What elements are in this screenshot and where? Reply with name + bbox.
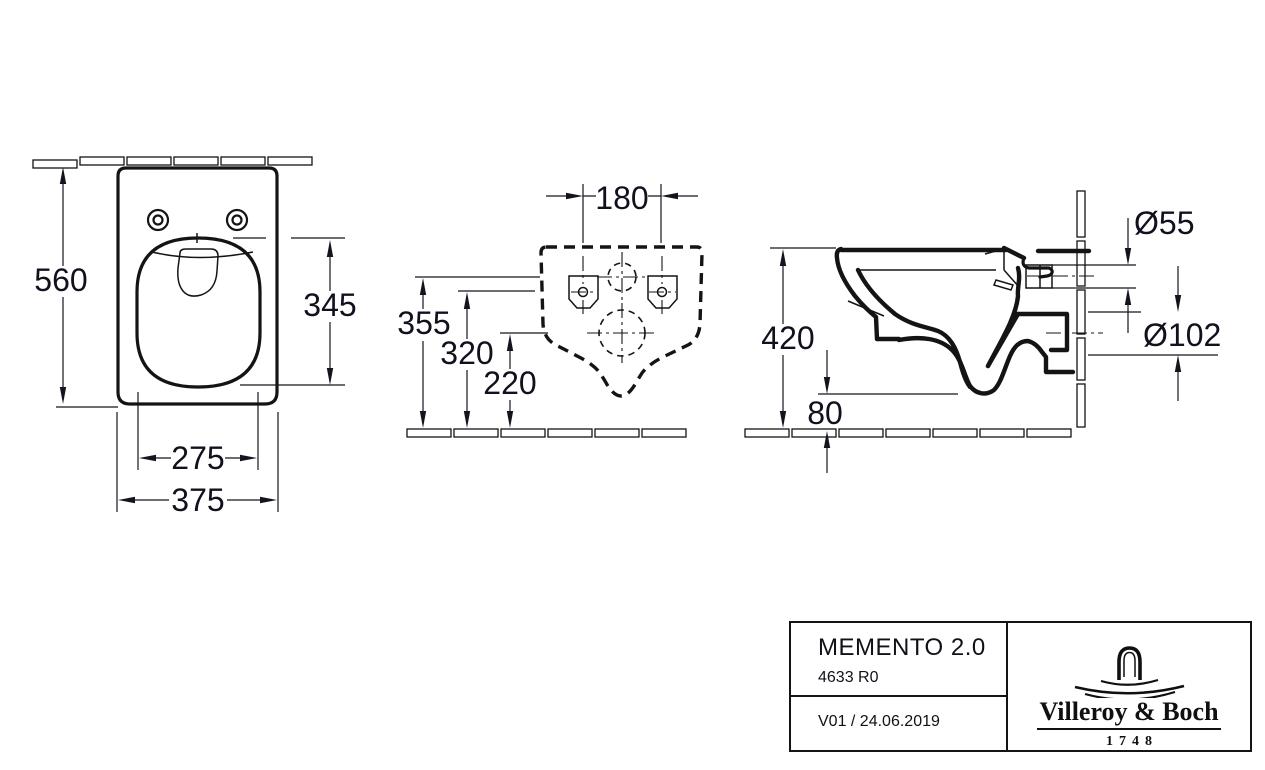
rear-view: 180 355 320 220 <box>397 180 704 438</box>
brand-founded-year: 1748 <box>1106 734 1158 749</box>
toilet-body-outline <box>116 166 279 406</box>
dim-label-width: 375 <box>171 482 224 518</box>
dim-label-outlet-diameter: Ø102 <box>1143 317 1221 353</box>
rim-lip-line <box>151 251 254 259</box>
dim-label-inlet-height: 355 <box>397 305 450 341</box>
brand-name: Villeroy & Boch <box>1037 699 1221 730</box>
dim-220: 220 <box>483 332 548 428</box>
dim-420: 420 <box>761 247 836 428</box>
top-view-wall-hatch <box>32 156 313 169</box>
top-view: 560 345 275 375 <box>32 156 357 518</box>
product-name: MEMENTO 2.0 <box>818 634 986 661</box>
dim-80: 80 <box>807 350 958 473</box>
side-view-wall-hatch <box>1076 190 1086 428</box>
title-block-version-cell: V01 / 24.06.2019 <box>791 697 1006 750</box>
toilet-side-profile <box>834 245 1092 396</box>
title-block: MEMENTO 2.0 4633 R0 V01 / 24.06.2019 Vil… <box>789 621 1252 752</box>
dim-label-depth: 560 <box>34 262 87 298</box>
dim-275: 275 <box>137 392 259 476</box>
article-number: 4633 R0 <box>818 669 879 686</box>
villeroy-boch-fountain-icon <box>1074 646 1185 698</box>
rear-centerlines <box>571 252 676 363</box>
dim-label-clearance: 80 <box>807 395 843 431</box>
dim-inlet-diameter: Ø55 <box>1052 205 1194 333</box>
title-block-product-cell: MEMENTO 2.0 4633 R0 <box>791 623 1006 697</box>
dim-label-seat-area-length: 345 <box>303 287 356 323</box>
dim-label-outlet-height: 220 <box>483 365 536 401</box>
side-centerlines <box>1027 275 1103 334</box>
dim-label-rim-height: 420 <box>761 320 814 356</box>
dim-355: 355 <box>397 276 540 428</box>
dim-label-inlet-diameter: Ø55 <box>1134 205 1194 241</box>
dim-label-inner-width: 275 <box>171 440 224 476</box>
rear-view-floor-hatch <box>406 428 687 438</box>
dim-560: 560 <box>34 167 118 408</box>
dim-345: 345 <box>233 237 357 386</box>
water-surface <box>177 248 219 297</box>
title-block-info: MEMENTO 2.0 4633 R0 V01 / 24.06.2019 <box>791 623 1008 750</box>
dim-outlet-diameter: Ø102 <box>1088 266 1221 401</box>
version-date: V01 / 24.06.2019 <box>818 713 940 730</box>
dim-320: 320 <box>440 290 535 428</box>
dim-label-hole-spacing: 180 <box>595 180 648 216</box>
dim-label-hole-height: 320 <box>440 335 493 371</box>
side-view: 420 80 Ø55 Ø102 <box>744 190 1221 473</box>
seat-fixing-holes <box>146 208 249 232</box>
rear-outline <box>539 245 704 398</box>
side-view-floor-hatch <box>744 428 1072 438</box>
bowl-rim-outline <box>135 236 262 389</box>
dim-180: 180 <box>546 180 698 243</box>
dim-375: 375 <box>116 412 279 518</box>
brand-area: Villeroy & Boch 1748 <box>1008 623 1250 750</box>
